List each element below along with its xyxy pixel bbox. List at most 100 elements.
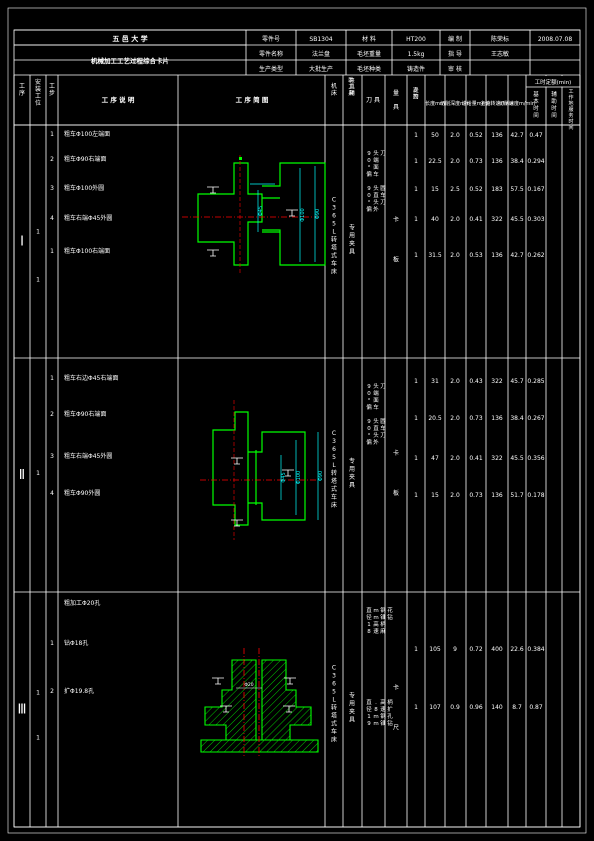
designer-label: 编 制 bbox=[448, 35, 462, 43]
production-value: 大批生产 bbox=[309, 65, 333, 73]
depth-value: 2.0 bbox=[450, 252, 460, 259]
part-no-label: 零件号 bbox=[262, 35, 280, 43]
sketch2-dim-45-label: Φ45 bbox=[281, 472, 287, 482]
step-description: 钻Φ18孔 bbox=[64, 639, 88, 647]
speed-value: 8.7 bbox=[512, 704, 522, 711]
section-1-setup: 1 bbox=[36, 470, 40, 477]
length-value: 20.5 bbox=[428, 415, 442, 422]
step-number: 1 bbox=[50, 640, 54, 647]
sketch2-right-part bbox=[248, 431, 306, 521]
feed-value: 0.41 bbox=[469, 216, 483, 223]
material-value: HT200 bbox=[406, 36, 426, 43]
section-0-roman: Ⅰ bbox=[20, 235, 24, 250]
sketch2-dim-100-label: Φ100 bbox=[296, 471, 302, 484]
passes-value: 1 bbox=[414, 492, 418, 499]
sketch1-left-part bbox=[197, 162, 263, 266]
sketch2-left-part bbox=[212, 411, 249, 526]
length-value: 31 bbox=[431, 378, 439, 385]
col-header-machine: 机床 bbox=[331, 82, 337, 97]
basic-time-value: 0.267 bbox=[527, 415, 544, 422]
length-value: 50 bbox=[431, 132, 439, 139]
production-label: 生产类型 bbox=[259, 65, 283, 73]
section-1-fixture: 专用夹具 bbox=[349, 457, 355, 489]
section-0-gauge-b: 板 bbox=[393, 256, 399, 264]
depth-value: 2.0 bbox=[450, 378, 460, 385]
speed-value: 57.5 bbox=[510, 186, 524, 193]
basic-time-value: 0.303 bbox=[527, 216, 544, 223]
length-value: 15 bbox=[431, 186, 439, 193]
card-title: 机械加工工艺过程综合卡片 bbox=[91, 56, 169, 65]
col-header-tool: 刀 具 bbox=[366, 97, 380, 104]
col-header-step: 工步 bbox=[49, 83, 55, 97]
passes-value: 1 bbox=[414, 186, 418, 193]
step-number: 4 bbox=[50, 215, 54, 222]
feed-value: 0.52 bbox=[469, 186, 483, 193]
col-header-process: 工序 bbox=[19, 83, 25, 97]
sketch1-dim-90-label: Φ90 bbox=[315, 209, 321, 219]
spindle-value: 136 bbox=[491, 132, 503, 139]
basic-time-value: 0.87 bbox=[529, 704, 543, 711]
speed-value: 45.5 bbox=[510, 216, 524, 223]
passes-value: 1 bbox=[414, 378, 418, 385]
depth-value: 2.0 bbox=[450, 132, 460, 139]
school-name: 五 邑 大 学 bbox=[112, 34, 147, 43]
sketch2-locator-top bbox=[231, 457, 243, 465]
col-header-depth: 切削深度mm bbox=[440, 100, 470, 107]
section-2-gauge-a: 卡 bbox=[393, 684, 399, 692]
speed-value: 51.7 bbox=[510, 492, 524, 499]
sketch3-base bbox=[200, 739, 319, 753]
blank-type-label: 毛坯种类 bbox=[357, 65, 381, 73]
basic-time-value: 0.384 bbox=[527, 646, 544, 653]
sketch3-dim-label: Φ20 bbox=[244, 682, 253, 688]
speed-value: 22.6 bbox=[510, 646, 524, 653]
part-name-label: 零件名称 bbox=[259, 50, 283, 58]
passes-value: 1 bbox=[414, 415, 418, 422]
sketch3-locator-right-2 bbox=[283, 705, 295, 713]
section-1-roman: Ⅱ bbox=[19, 468, 25, 483]
feed-value: 0.52 bbox=[469, 132, 483, 139]
depth-value: 2.5 bbox=[450, 186, 460, 193]
blank-weight-label: 毛坯重量 bbox=[357, 50, 381, 58]
col-header-place-time: 工作地服务时间 bbox=[568, 89, 573, 131]
step-number: 2 bbox=[50, 411, 54, 418]
passes-value: 1 bbox=[414, 455, 418, 462]
depth-value: 2.0 bbox=[450, 455, 460, 462]
sketch2-locator-bottom bbox=[231, 519, 243, 527]
part-name-value: 法兰盘 bbox=[312, 50, 330, 58]
depth-value: 2.0 bbox=[450, 415, 460, 422]
passes-value: 1 bbox=[414, 704, 418, 711]
length-value: 40 bbox=[431, 216, 439, 223]
section-2-roman: Ⅲ bbox=[18, 703, 27, 718]
sketch3-left-section bbox=[204, 659, 257, 741]
feed-value: 0.73 bbox=[469, 492, 483, 499]
length-value: 47 bbox=[431, 455, 439, 462]
spindle-value: 322 bbox=[491, 216, 503, 223]
col-header-gauge: 量 具 bbox=[393, 90, 399, 111]
passes-value: 1 bbox=[414, 216, 418, 223]
feed-value: 0.96 bbox=[469, 704, 483, 711]
sketch3-locator-left-2 bbox=[220, 705, 232, 713]
border-frame bbox=[7, 7, 587, 834]
basic-time-value: 0.47 bbox=[529, 132, 543, 139]
section-1-gauge-b: 板 bbox=[393, 489, 399, 497]
speed-value: 38.4 bbox=[510, 415, 524, 422]
spindle-value: 136 bbox=[491, 415, 503, 422]
step-number: 3 bbox=[50, 453, 54, 460]
sketch1-mark bbox=[239, 157, 242, 160]
step-description: 扩Φ19.8孔 bbox=[64, 687, 94, 695]
col-header-length: 长度mm bbox=[425, 100, 445, 107]
spindle-value: 140 bbox=[491, 704, 503, 711]
spindle-value: 136 bbox=[491, 492, 503, 499]
feed-value: 0.72 bbox=[469, 646, 483, 653]
step-number: 3 bbox=[50, 185, 54, 192]
passes-value: 1 bbox=[414, 132, 418, 139]
guide-value: 王志敏 bbox=[491, 50, 509, 58]
step-description: 粗加工Φ20孔 bbox=[64, 599, 100, 607]
